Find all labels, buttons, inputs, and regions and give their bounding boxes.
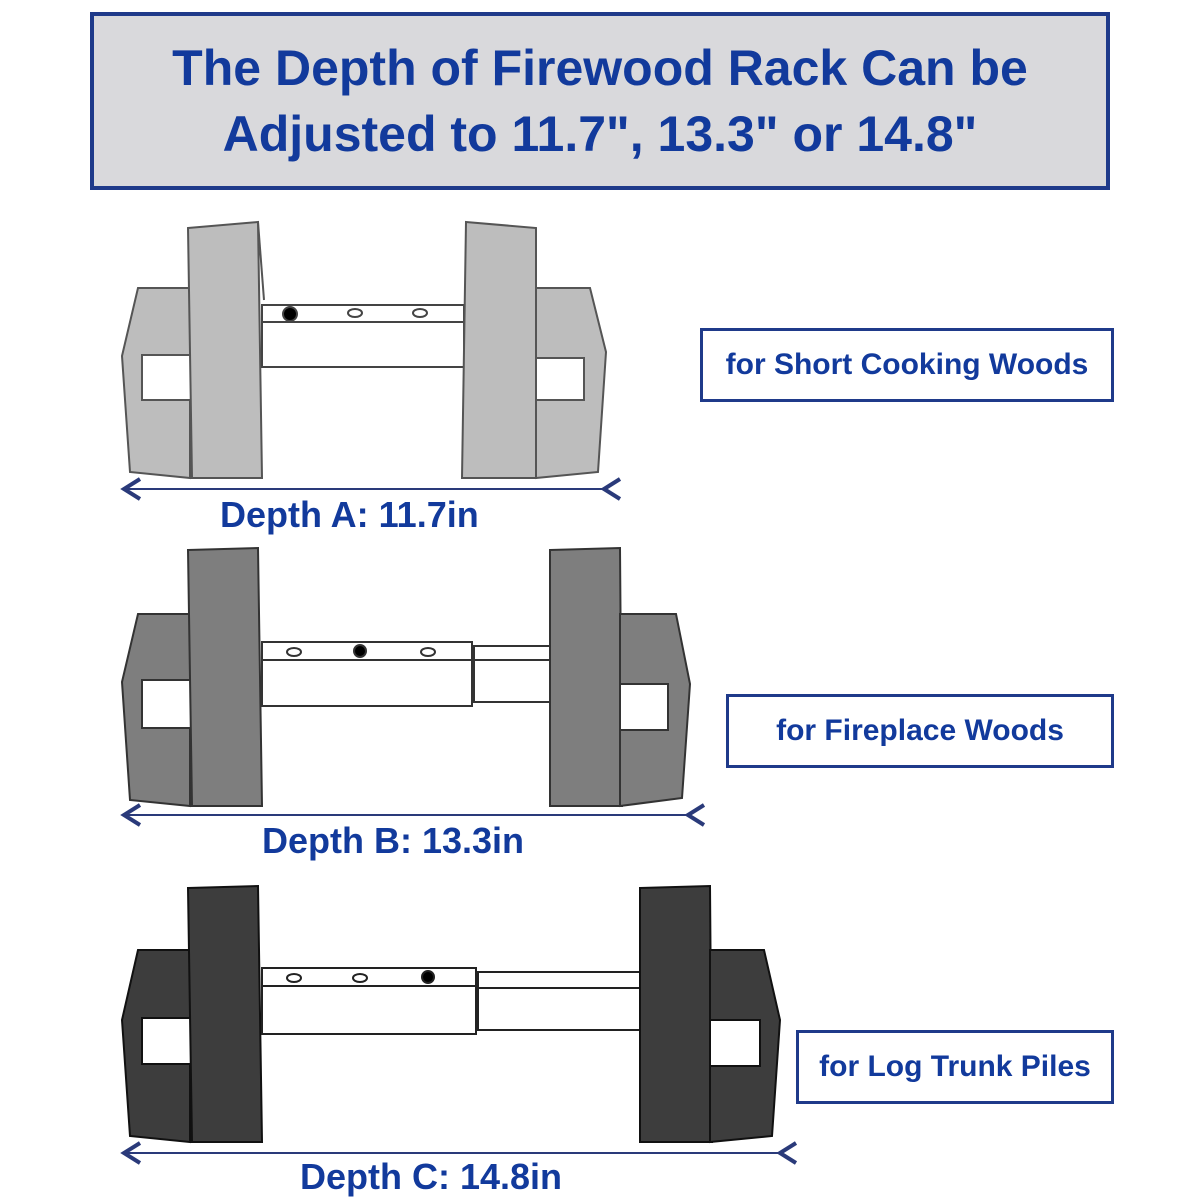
rack-a-right-bracket	[460, 220, 608, 480]
title-line-2: Adjusted to 11.7", 13.3" or 14.8"	[222, 106, 978, 162]
use-label-short-cooking: for Short Cooking Woods	[700, 328, 1114, 402]
rack-b-hole-3	[420, 647, 436, 657]
rack-b-hole-1	[286, 647, 302, 657]
title-line-1: The Depth of Firewood Rack Can be	[172, 40, 1028, 96]
rack-c-left-bracket	[120, 884, 264, 1144]
use-label-c-text: for Log Trunk Piles	[819, 1050, 1091, 1083]
rack-c-right-bracket	[639, 884, 782, 1144]
rack-a-hole-2	[347, 308, 363, 318]
rack-c-tube	[261, 967, 641, 1035]
rack-b-tube	[261, 641, 551, 707]
depth-b-label: Depth B: 13.3in	[262, 820, 525, 861]
rack-b-diagram	[120, 546, 706, 827]
rack-a-hole-3	[412, 308, 428, 318]
rack-c-diagram	[120, 884, 798, 1165]
use-label-a-text: for Short Cooking Woods	[725, 348, 1089, 381]
rack-a-left-bracket	[120, 220, 265, 480]
rack-b-hole-2	[353, 644, 367, 658]
title-banner: The Depth of Firewood Rack Can be Adjust…	[90, 12, 1110, 190]
depth-a-label: Depth A: 11.7in	[220, 494, 479, 535]
rack-b-left-bracket	[120, 546, 264, 808]
use-label-fireplace: for Fireplace Woods	[726, 694, 1114, 768]
rack-c-hole-3	[421, 970, 435, 984]
depth-c-label: Depth C: 14.8in	[300, 1156, 563, 1197]
rack-a-hole-1	[282, 306, 298, 322]
rack-c-hole-1	[286, 973, 302, 983]
rack-c-hole-2	[352, 973, 368, 983]
rack-b-right-bracket	[549, 546, 692, 808]
rack-a-diagram	[120, 220, 622, 501]
rack-a-tube	[261, 304, 465, 368]
use-label-b-text: for Fireplace Woods	[776, 714, 1064, 747]
use-label-log-trunk: for Log Trunk Piles	[796, 1030, 1114, 1104]
